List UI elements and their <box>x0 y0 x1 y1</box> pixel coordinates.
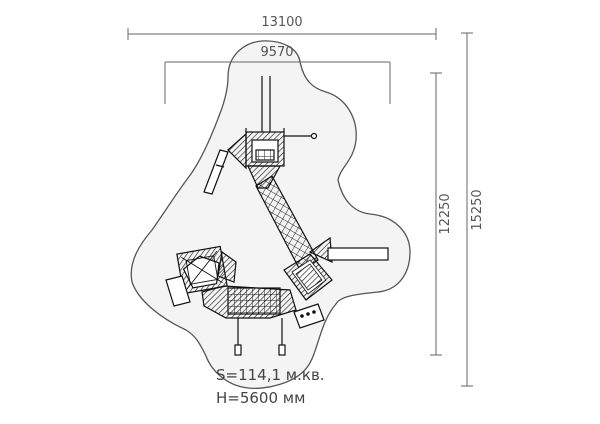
lower-ring-right <box>278 344 286 356</box>
lower-bridge-net <box>227 287 281 315</box>
inner-width-label: 9570 <box>260 45 293 60</box>
overall-width-label: 13100 <box>261 15 302 30</box>
overall-height-label: 15250 <box>470 189 485 230</box>
left-slide <box>203 149 229 195</box>
height-label: H=5600 мм <box>216 389 305 407</box>
area-label: S=114,1 м.кв. <box>216 366 325 384</box>
left-small-slide <box>165 275 191 307</box>
lower-ring-left <box>234 344 242 356</box>
overall-height-dimension <box>461 32 473 387</box>
inner-height-label: 12250 <box>438 193 453 234</box>
climbing-block <box>293 303 325 329</box>
inner-width-dimension <box>164 61 391 104</box>
inner-height-dimension <box>430 72 442 356</box>
top-tower-ring <box>310 132 318 140</box>
right-slide <box>327 247 389 261</box>
net-bridge <box>255 175 319 271</box>
overall-width-dimension <box>127 28 437 40</box>
playground-structure <box>165 76 389 356</box>
